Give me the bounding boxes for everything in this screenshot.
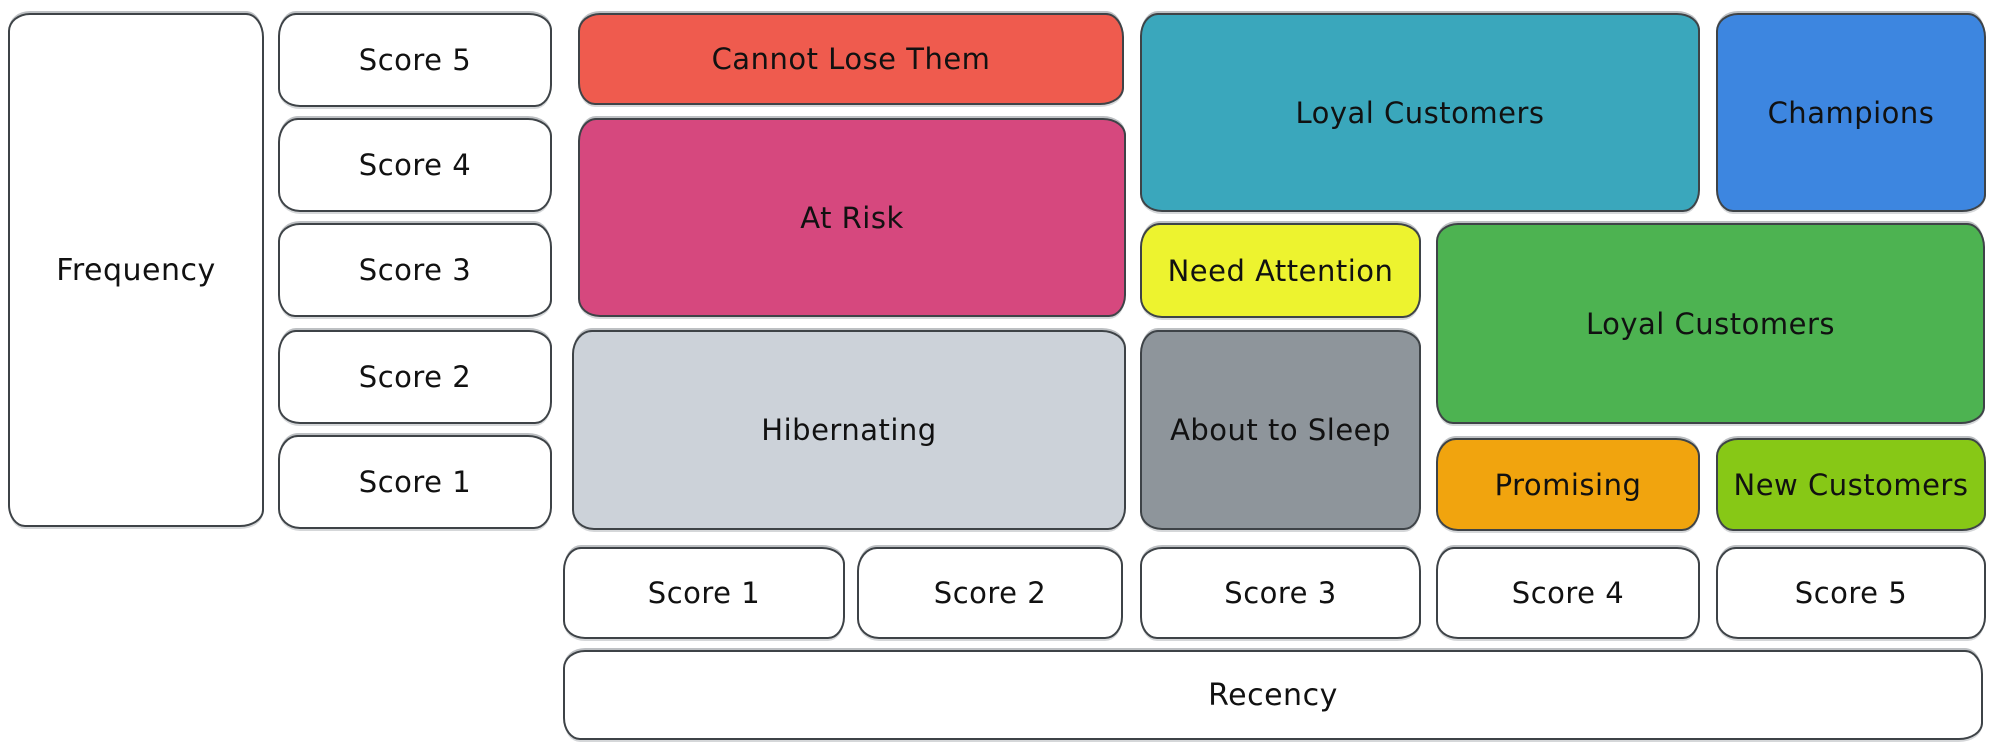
segment-champions: Champions (1716, 13, 1986, 212)
segment-loyal-customers-green: Loyal Customers (1436, 223, 1985, 424)
segment-loyal-customers-teal: Loyal Customers (1140, 13, 1700, 212)
frequency-score-1: Score 1 (278, 435, 552, 529)
segment-about-to-sleep: About to Sleep (1140, 330, 1421, 530)
recency-score-4: Score 4 (1436, 547, 1700, 639)
segment-new-customers: New Customers (1716, 438, 1986, 531)
segment-at-risk: At Risk (578, 118, 1126, 317)
segment-cannot-lose-them: Cannot Lose Them (578, 13, 1124, 105)
segment-promising: Promising (1436, 438, 1700, 531)
recency-score-2: Score 2 (857, 547, 1123, 639)
segment-hibernating: Hibernating (572, 330, 1126, 530)
frequency-score-3: Score 3 (278, 223, 552, 317)
frequency-score-4: Score 4 (278, 118, 552, 212)
frequency-score-5: Score 5 (278, 13, 552, 107)
frequency-axis-label: Frequency (8, 13, 264, 527)
recency-score-3: Score 3 (1140, 547, 1421, 639)
frequency-score-2: Score 2 (278, 330, 552, 424)
segment-need-attention: Need Attention (1140, 223, 1421, 318)
recency-score-1: Score 1 (563, 547, 845, 639)
recency-score-5: Score 5 (1716, 547, 1986, 639)
recency-axis-label: Recency (563, 650, 1983, 740)
